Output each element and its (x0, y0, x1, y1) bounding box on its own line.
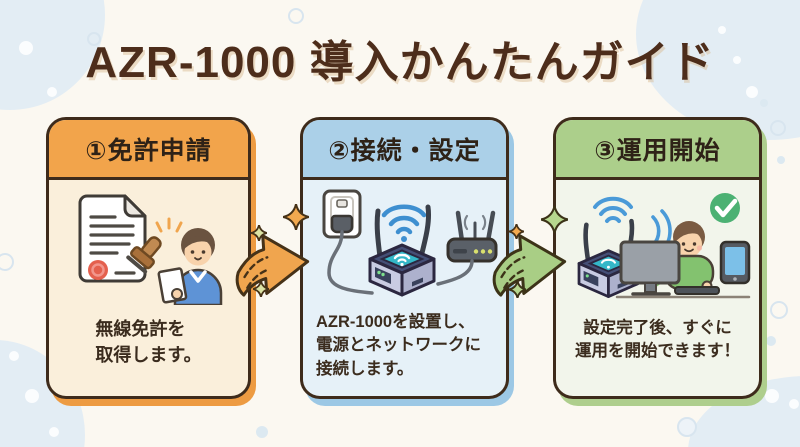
step-1-description: 無線免許を 取得します。 (95, 317, 201, 368)
bubble-decoration (47, 87, 57, 97)
sparkle-icon (253, 281, 269, 297)
bubble-decoration (718, 26, 726, 34)
document-icon (78, 194, 146, 283)
bubble-decoration (87, 32, 101, 46)
keyboard-icon (673, 286, 720, 295)
wifi-icon (592, 196, 633, 223)
azr-device-icon (368, 204, 435, 297)
bubble-decoration (766, 336, 776, 346)
step-3-header: ③運用開始 (556, 120, 759, 180)
sparkle-icon (509, 281, 526, 298)
bubble-decoration (49, 427, 59, 437)
step-3-description: 設定完了後、すぐに 運用を開始できます！ (575, 317, 740, 364)
step-2-description: AZR-1000を設置し、 電源とネットワークに 接続します。 (303, 311, 506, 381)
wifi-icon (381, 204, 426, 242)
bubble-decoration (0, 253, 14, 271)
step-3-header-label: ③運用開始 (594, 136, 721, 165)
tablet-icon (719, 240, 750, 285)
step-2-header: ②接続・設定 (303, 120, 506, 180)
monitor-icon (619, 240, 680, 296)
check-icon (709, 193, 740, 223)
step-2-header-label: ②接続・設定 (328, 136, 481, 165)
step-3-description-line-1: 設定完了後、すぐに (583, 319, 732, 337)
step-3-body: 設定完了後、すぐに 運用を開始できます！ (556, 180, 759, 396)
bubble-decoration (19, 41, 33, 55)
step-1-header: ①免許申請 (49, 120, 248, 180)
bubble-decoration (25, 389, 39, 403)
person-reading-icon (157, 228, 222, 305)
step-2-description-line-2: 電源とネットワークに (316, 336, 481, 355)
step-1-header-label: ①免許申請 (85, 136, 212, 165)
bubble-decoration (770, 120, 786, 136)
bubble-decoration (770, 301, 788, 319)
bubble-decoration (9, 351, 19, 361)
sparkle-icon (541, 206, 568, 233)
step-1-description-line-1: 無線免許を (95, 319, 186, 339)
bubble-decoration (777, 156, 785, 164)
connection-setup-illustration (322, 189, 497, 297)
step-card-3: ③運用開始 (553, 117, 762, 399)
bubble-decoration (256, 426, 268, 438)
emphasis-lines (155, 217, 182, 233)
step-2-body: AZR-1000を設置し、 電源とネットワークに 接続します。 (303, 180, 506, 396)
sparkle-icon (283, 204, 309, 230)
stamp-icon (125, 236, 162, 274)
step-3-description-line-2: 運用を開始できます！ (575, 342, 740, 361)
seal-icon (87, 260, 108, 280)
bubble-decoration (760, 99, 768, 107)
bubble-decoration (733, 56, 741, 64)
step-2-description-line-1: AZR-1000を設置し、 (316, 313, 475, 331)
license-application-illustration (78, 194, 222, 305)
step-1-body: 無線免許を 取得します。 (49, 180, 248, 396)
operation-start-illustration (577, 193, 750, 299)
bubble-decoration (765, 389, 779, 403)
sparkle-icon (251, 225, 267, 241)
bubble-decoration (677, 417, 697, 437)
arrow-step2-to-step3 (492, 234, 567, 297)
bubble-decoration (288, 8, 304, 24)
step-2-description-line-3: 接続します。 (316, 359, 414, 378)
step-card-2: ②接続・設定 (300, 117, 509, 399)
router-icon (435, 210, 497, 286)
step-card-1: ①免許申請 (46, 117, 251, 399)
plug-icon (326, 214, 374, 295)
bubble-decoration (789, 399, 799, 409)
bubble-decoration (746, 86, 758, 98)
page-title: AZR-1000 導入かんたんガイド (85, 38, 715, 87)
step-1-description-line-2: 取得します。 (95, 344, 202, 365)
sparkle-icon (509, 224, 524, 239)
arrow-step1-to-step2 (235, 234, 310, 297)
